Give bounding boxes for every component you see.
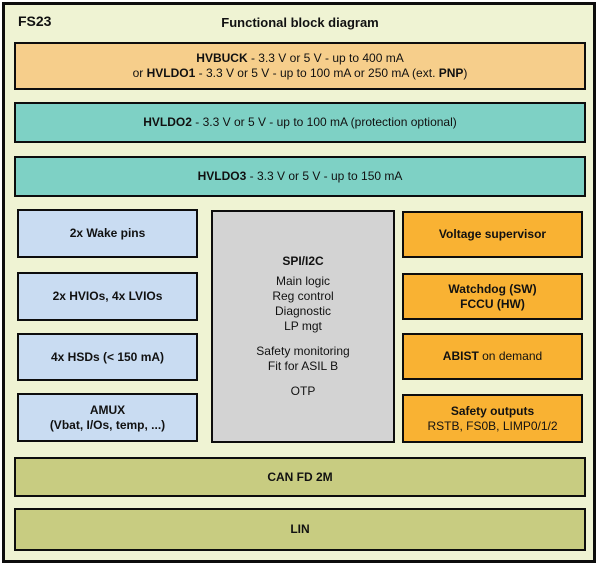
hvbuck-spec: - 3.3 V or 5 V - up to 400 mA bbox=[247, 51, 404, 65]
core-lp-mgt-label: LP mgt bbox=[284, 319, 322, 333]
block-voltage-supervisor: Voltage supervisor bbox=[402, 211, 583, 258]
chip-name-label: FS23 bbox=[18, 13, 52, 29]
hvldo1-pnp: PNP bbox=[438, 66, 464, 80]
voltage-supervisor-label: Voltage supervisor bbox=[438, 227, 547, 241]
block-lin: LIN bbox=[14, 508, 586, 551]
watchdog-label: Watchdog (SW) bbox=[448, 281, 537, 296]
block-hvios-lvios: 2x HVIOs, 4x LVIOs bbox=[17, 272, 198, 321]
hvldo1-spec: - 3.3 V or 5 V - up to 100 mA or 250 mA … bbox=[195, 66, 439, 80]
hvldo1-name: HVLDO1 bbox=[146, 66, 196, 80]
safety-outputs-list: RSTB, FS0B, LIMP0/1/2 bbox=[427, 418, 558, 433]
safety-outputs-title: Safety outputs bbox=[450, 403, 535, 418]
block-hvbuck-hvldo1: HVBUCK - 3.3 V or 5 V - up to 400 mA or … bbox=[14, 42, 586, 90]
core-diagnostic-label: Diagnostic bbox=[274, 304, 332, 318]
block-can-fd: CAN FD 2M bbox=[14, 457, 586, 497]
abist-name: ABIST bbox=[442, 349, 479, 363]
hvbuck-line1: HVBUCK - 3.3 V or 5 V - up to 400 mA bbox=[196, 51, 403, 66]
block-watchdog-fccu: Watchdog (SW) FCCU (HW) bbox=[402, 273, 583, 320]
lin-label: LIN bbox=[290, 522, 310, 536]
core-reg-control-label: Reg control bbox=[272, 289, 334, 303]
hvios-lvios-label: 2x HVIOs, 4x LVIOs bbox=[52, 289, 163, 303]
amux-detail: (Vbat, I/Os, temp, ...) bbox=[49, 417, 166, 432]
hvldo2-line: HVLDO2 - 3.3 V or 5 V - up to 100 mA (pr… bbox=[143, 115, 457, 130]
core-asil-label: Fit for ASIL B bbox=[267, 359, 339, 373]
block-hsds: 4x HSDs (< 150 mA) bbox=[17, 333, 198, 381]
hvldo1-suffix: ) bbox=[463, 66, 468, 80]
block-safety-outputs: Safety outputs RSTB, FS0B, LIMP0/1/2 bbox=[402, 394, 583, 443]
hvbuck-line2: or HVLDO1 - 3.3 V or 5 V - up to 100 mA … bbox=[133, 66, 468, 81]
block-abist: ABIST on demand bbox=[402, 333, 583, 380]
hvldo1-prefix: or bbox=[132, 66, 147, 80]
abist-line: ABIST on demand bbox=[443, 349, 542, 364]
block-core-logic: SPI/I2C Main logic Reg control Diagnosti… bbox=[211, 210, 395, 443]
block-amux: AMUX (Vbat, I/Os, temp, ...) bbox=[17, 393, 198, 442]
amux-title: AMUX bbox=[89, 402, 126, 417]
hsds-label: 4x HSDs (< 150 mA) bbox=[50, 349, 165, 364]
core-spi-i2c-label: SPI/I2C bbox=[282, 254, 324, 268]
wake-pins-label: 2x Wake pins bbox=[69, 226, 146, 240]
abist-detail: on demand bbox=[478, 349, 543, 363]
block-hvldo2: HVLDO2 - 3.3 V or 5 V - up to 100 mA (pr… bbox=[14, 102, 586, 143]
hvbuck-name: HVBUCK bbox=[196, 51, 248, 65]
block-wake-pins: 2x Wake pins bbox=[17, 209, 198, 258]
block-hvldo3: HVLDO3 - 3.3 V or 5 V - up to 150 mA bbox=[14, 156, 586, 197]
core-safety-monitoring-label: Safety monitoring bbox=[256, 344, 350, 358]
hvldo3-name: HVLDO3 bbox=[197, 169, 247, 183]
hvldo3-line: HVLDO3 - 3.3 V or 5 V - up to 150 mA bbox=[198, 169, 403, 184]
hvldo2-name: HVLDO2 bbox=[143, 115, 192, 129]
hvldo3-spec: - 3.3 V or 5 V - up to 150 mA bbox=[246, 169, 403, 183]
can-fd-label: CAN FD 2M bbox=[267, 469, 333, 484]
hvldo2-spec: - 3.3 V or 5 V - up to 100 mA (protectio… bbox=[191, 115, 457, 129]
diagram-title: Functional block diagram bbox=[221, 15, 379, 30]
core-otp-label: OTP bbox=[290, 384, 316, 398]
core-main-logic-label: Main logic bbox=[275, 274, 331, 288]
fccu-label: FCCU (HW) bbox=[460, 296, 525, 311]
